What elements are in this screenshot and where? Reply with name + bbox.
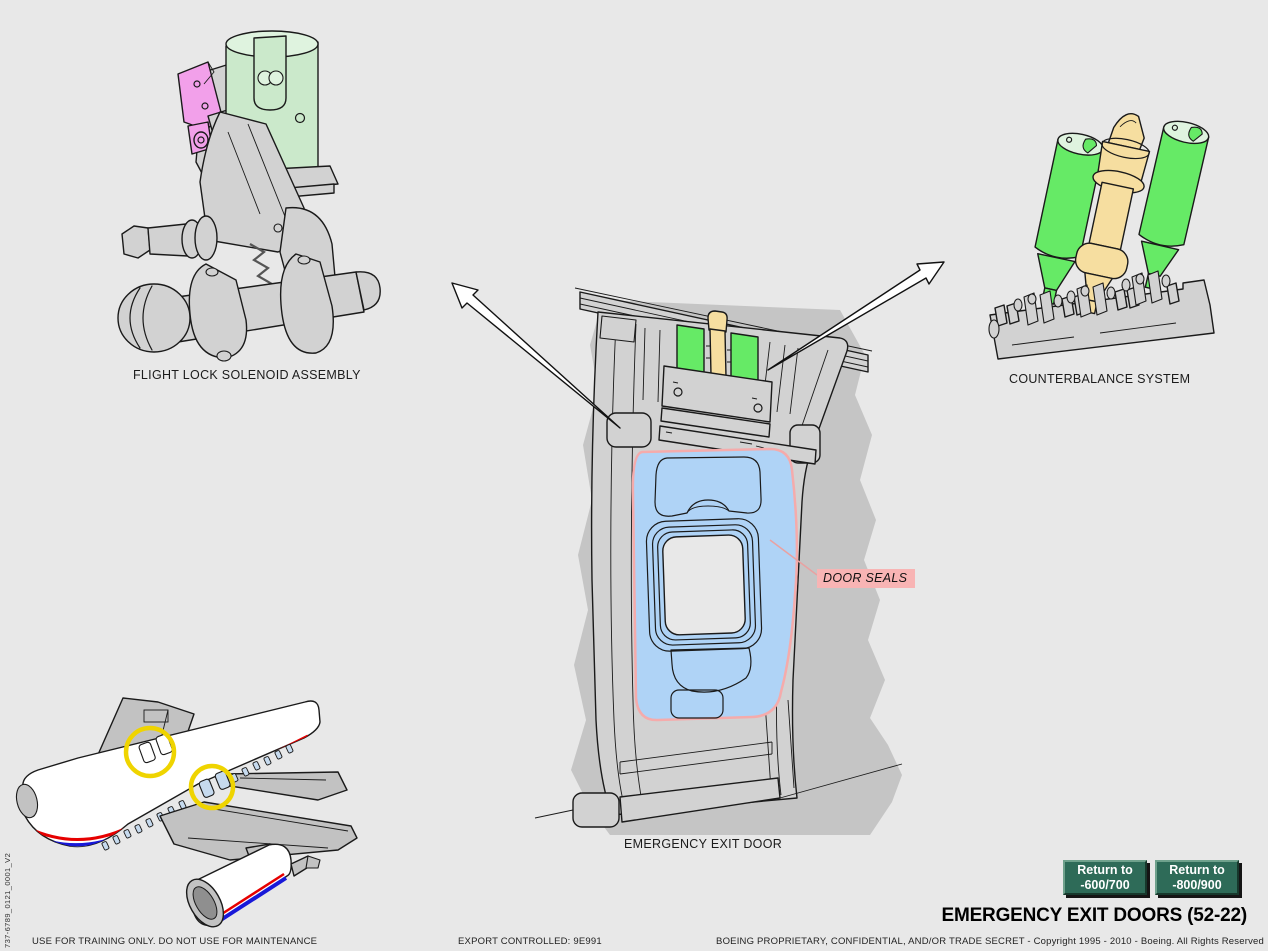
emergency-exit-door-illustration <box>451 261 945 835</box>
return-800-900-button[interactable]: Return to -800/900 <box>1155 860 1239 895</box>
export-notice: EXPORT CONTROLLED: 9E991 <box>458 936 602 947</box>
door-window <box>645 518 763 652</box>
door-spring-right <box>730 332 759 384</box>
page-title: EMERGENCY EXIT DOORS (52-22) <box>941 905 1247 926</box>
aft-doors-highlight-circle <box>188 763 236 811</box>
forward-doors-highlight-circle <box>123 725 177 779</box>
training-notice: USE FOR TRAINING ONLY. DO NOT USE FOR MA… <box>32 936 318 947</box>
door-spring-left <box>676 324 705 376</box>
aft-exit-doors <box>198 770 231 798</box>
counterbalance-system-label: COUNTERBALANCE SYSTEM <box>1009 372 1191 386</box>
counterbalance-illustration <box>988 113 1215 360</box>
airplane-wing <box>159 801 358 861</box>
airplane-locator-illustration <box>15 697 358 928</box>
solenoid-can <box>225 30 319 183</box>
flight-lock-solenoid-illustration <box>117 30 381 362</box>
forward-exit-doors <box>138 733 173 764</box>
airplane-windows <box>101 744 294 851</box>
emergency-exit-door-label: EMERGENCY EXIT DOOR <box>624 837 783 851</box>
airplane-engine <box>185 843 321 928</box>
return-600-700-button[interactable]: Return to -600/700 <box>1063 860 1147 895</box>
document-number: 737-6789_0121_0001_V2 <box>3 852 12 948</box>
proprietary-notice: BOEING PROPRIETARY, CONFIDENTIAL, AND/OR… <box>716 936 1264 947</box>
arrow-to-flight-lock <box>451 282 621 429</box>
counterbalance-actuator <box>1074 113 1151 315</box>
flight-lock-solenoid-label: FLIGHT LOCK SOLENOID ASSEMBLY <box>133 368 361 382</box>
door-actuator <box>709 328 727 378</box>
arrow-to-counterbalance <box>767 261 945 371</box>
door-seals-label: DOOR SEALS <box>817 569 916 588</box>
